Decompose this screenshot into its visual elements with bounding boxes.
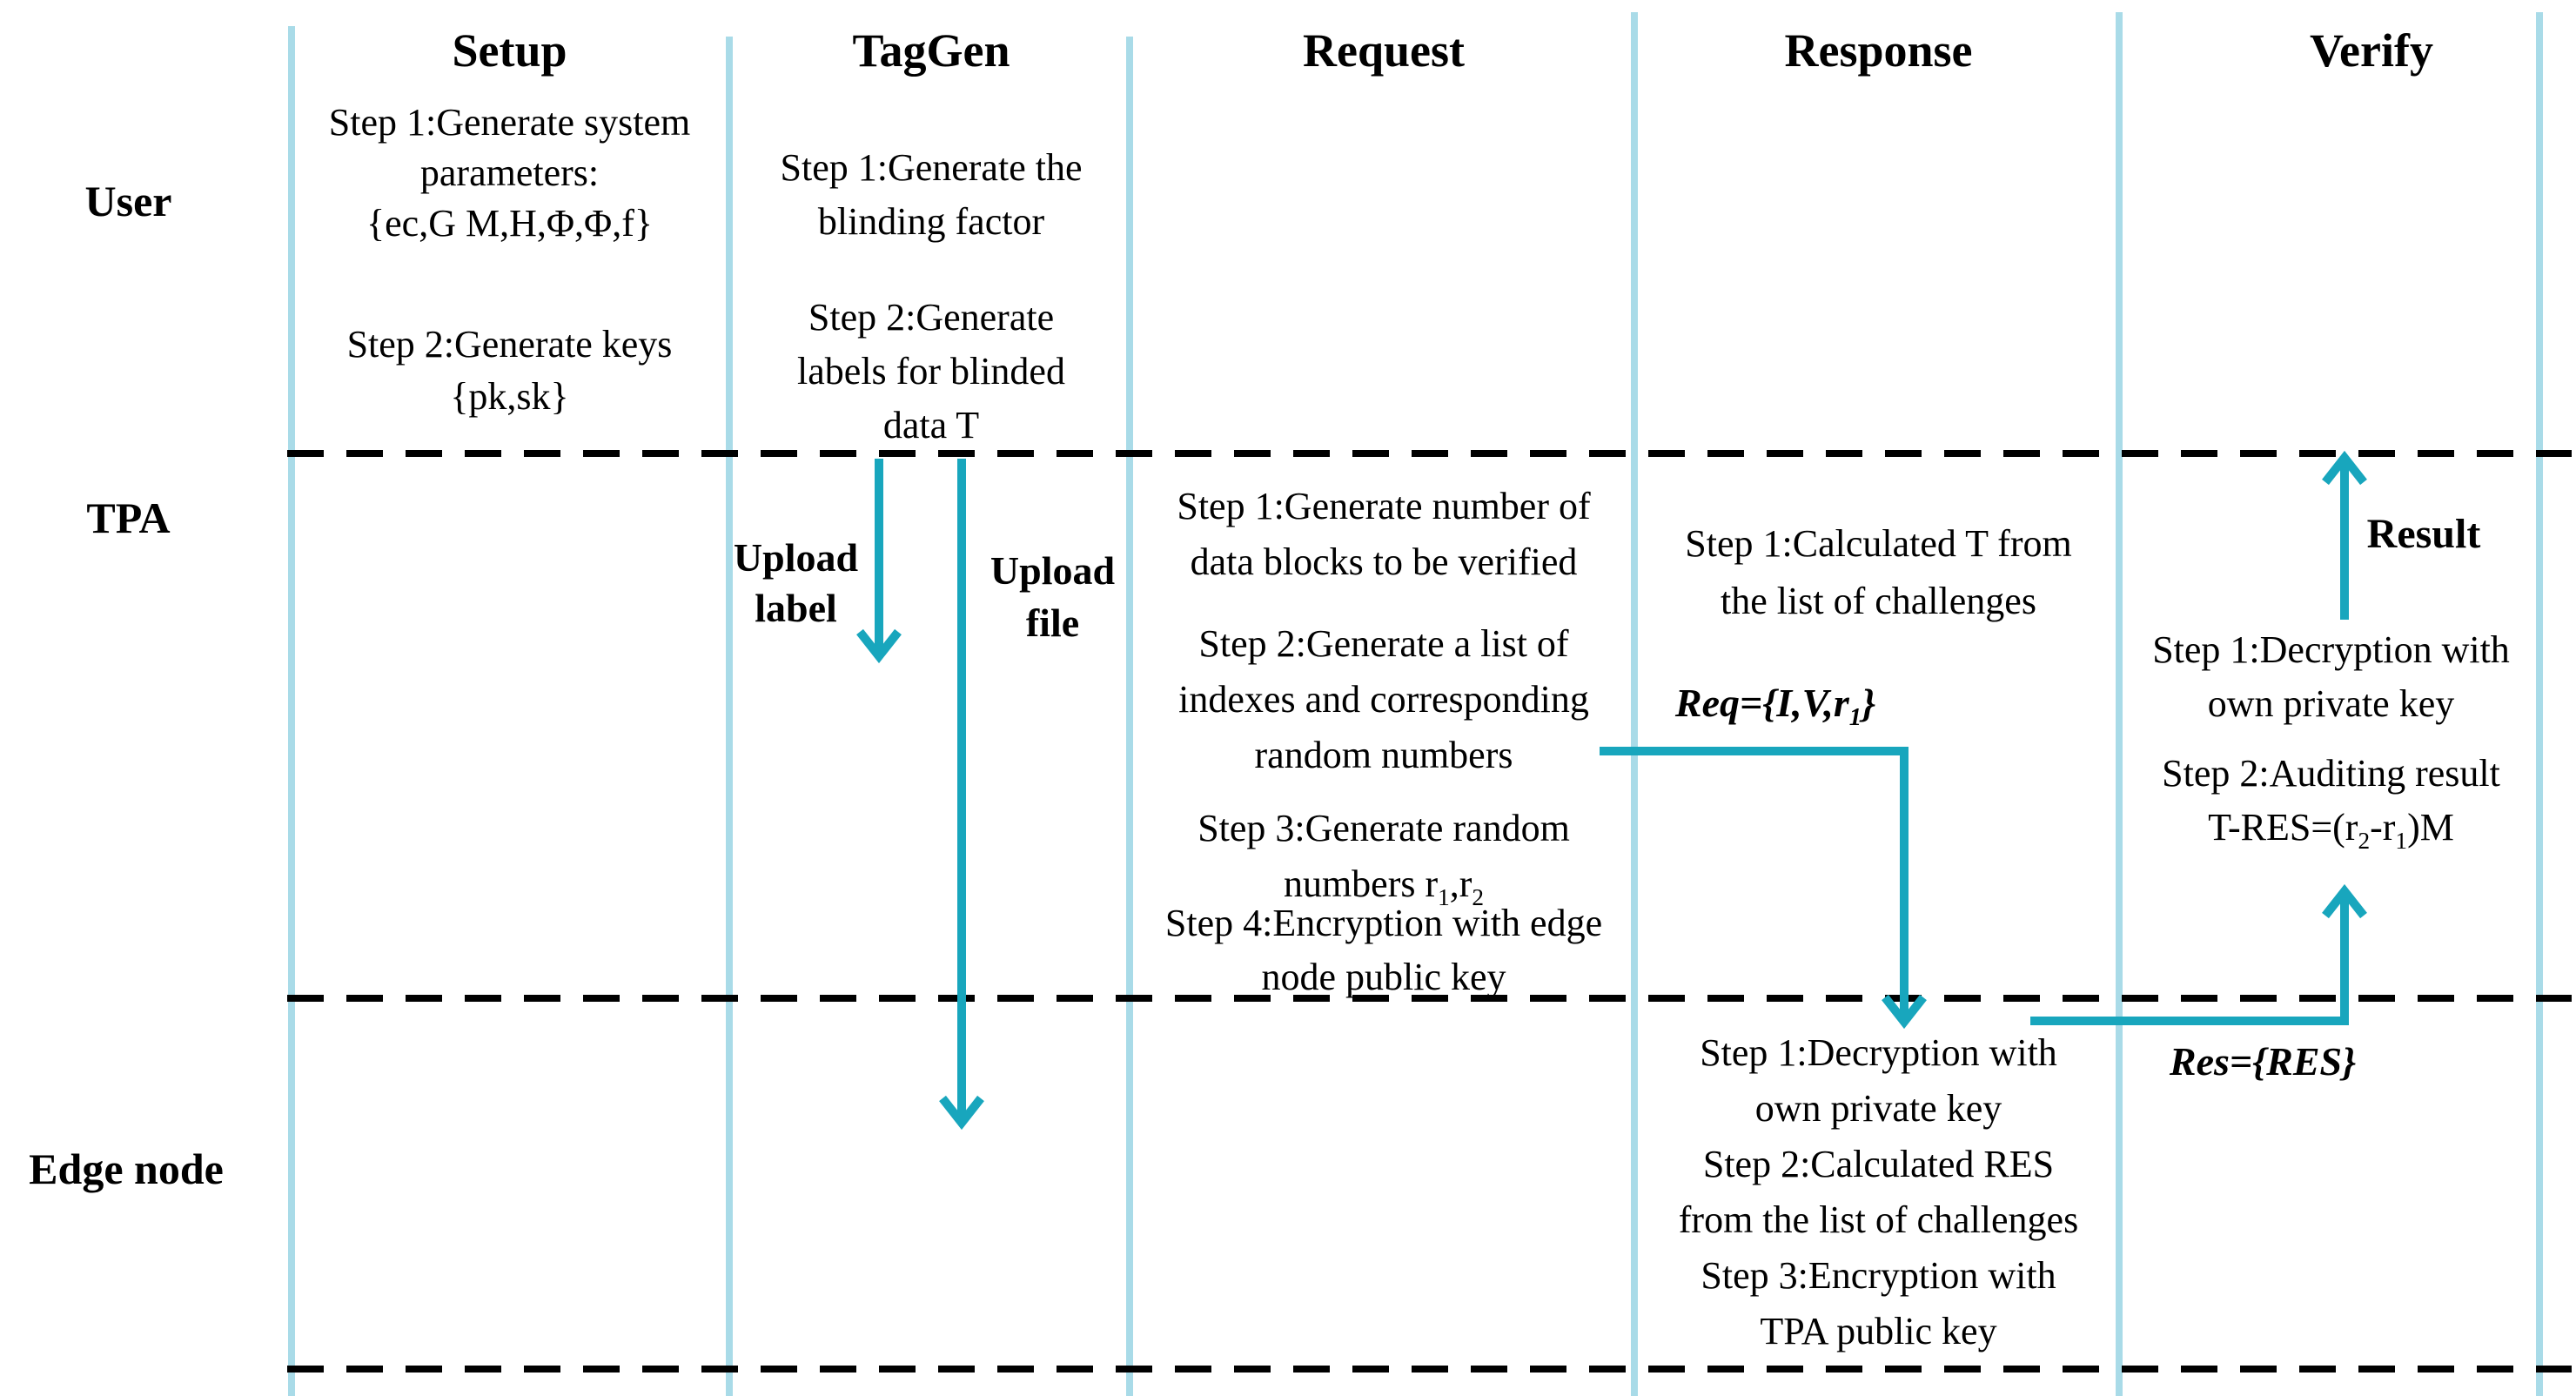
text-line: from the list of challenges [1678, 1198, 2079, 1241]
request-to-edge-arrow [1600, 747, 1927, 1030]
res-message-label: Res={RES} [2169, 1039, 2357, 1084]
column-divider-3 [1126, 37, 1133, 1396]
column-divider-6 [2536, 12, 2543, 1396]
text-line: Step 1:Decryption with [2152, 628, 2510, 671]
text-line: own private key [2207, 682, 2455, 725]
lane-label-tpa: TPA [86, 493, 171, 542]
text-line: data blocks to be verified [1190, 540, 1578, 583]
text-line: Step 1:Generate number of [1177, 485, 1591, 527]
text-line: Step 2:Generate keys [346, 323, 673, 366]
column-divider-1 [288, 26, 295, 1396]
text-line: {ec,G M,H,Φ,Φ,f} [366, 202, 653, 245]
text-part: )M [2407, 806, 2454, 849]
request-step1-text: Step 1:Generate number of data blocks to… [1133, 479, 1634, 590]
column-divider-5 [2116, 12, 2123, 1396]
phase-header-verify: Verify [2310, 24, 2433, 77]
request-step4-text: Step 4:Encryption with edge node public … [1133, 896, 1634, 1004]
upload-file-arrow [939, 459, 984, 1131]
verify-step2-text: Step 2:Auditing result T-RES=(r2-r1)M [2123, 747, 2539, 855]
text-line: Step 2:Generate a list of [1198, 622, 1569, 665]
column-divider-2 [726, 37, 733, 1396]
subscript: 1 [2395, 827, 2408, 854]
text-line: Step 1:Generate system [328, 101, 691, 144]
text-line: TPA public key [1760, 1310, 1997, 1352]
text-line: Step 1:Calculated T from [1685, 522, 2072, 565]
text-part: ,r [1449, 862, 1472, 905]
lane-boundary-tpa-edge [287, 995, 2572, 1002]
text-line: Upload [989, 548, 1116, 593]
setup-step1-text: Step 1:Generate system parameters: {ec,G… [290, 97, 729, 249]
lane-boundary-bottom [287, 1366, 2572, 1373]
text-line: indexes and corresponding [1178, 678, 1589, 721]
text-line: Step 4:Encryption with edge [1164, 902, 1603, 944]
verify-step1-text: Step 1:Decryption with own private key [2123, 623, 2539, 731]
response-to-verify-arrow [2030, 883, 2367, 1025]
text-part: -r [2370, 806, 2396, 849]
request-step2-text: Step 2:Generate a list of indexes and co… [1133, 616, 1634, 783]
text-line: Step 3:Encryption with [1701, 1254, 2056, 1297]
upload-label-arrow [856, 459, 902, 664]
text-line: parameters: [419, 151, 600, 194]
lane-boundary-user-tpa [287, 450, 2572, 457]
taggen-step1-text: Step 1:Generate the blinding factor [733, 141, 1130, 249]
column-divider-4 [1631, 12, 1638, 1396]
text-line: labels for blinded [797, 350, 1065, 393]
req-message-label: Req={I,V,r1} [1645, 681, 1906, 730]
subscript: 2 [1472, 883, 1485, 910]
text-line: numbers r1,r2 [1133, 856, 1634, 912]
phase-header-response: Response [1784, 24, 1973, 77]
phase-header-request: Request [1303, 24, 1465, 77]
text-line: the list of challenges [1721, 580, 2036, 622]
response-edge-steps-text: Step 1:Decryption with own private key S… [1638, 1025, 2119, 1359]
text-line: T-RES=(r2-r1)M [2123, 801, 2539, 855]
text-line: Step 1:Generate the [780, 146, 1083, 189]
text-line: {pk,sk} [450, 375, 569, 418]
text-part: T-RES=(r [2208, 806, 2358, 849]
text-line: file [1025, 601, 1080, 645]
text-line: Step 2:Auditing result [2162, 752, 2500, 795]
upload-label-text: Upload label [715, 533, 876, 634]
text-line: Upload [733, 535, 859, 580]
text-line: data T [882, 404, 980, 446]
subscript: 2 [2358, 827, 2371, 854]
result-label: Result [2366, 511, 2481, 557]
text-line: Step 2:Generate [808, 296, 1055, 339]
taggen-step2-text: Step 2:Generate labels for blinded data … [733, 291, 1130, 453]
text-line: random numbers [1254, 734, 1513, 776]
response-tpa-step1-text: Step 1:Calculated T from the list of cha… [1638, 515, 2119, 630]
text-line: Step 1:Decryption with [1700, 1031, 2057, 1074]
text-line: label [755, 586, 837, 630]
text-line: node public key [1261, 956, 1506, 998]
upload-file-text: Upload file [972, 545, 1133, 649]
text-line: Step 3:Generate random [1197, 807, 1570, 849]
subscript: 1 [1438, 883, 1450, 910]
text-line: blinding factor [817, 200, 1045, 243]
subscript: 1 [1848, 704, 1862, 732]
text-part: numbers r [1283, 862, 1439, 905]
request-step3-text: Step 3:Generate random numbers r1,r2 [1133, 801, 1634, 912]
phase-header-taggen: TagGen [852, 24, 1010, 77]
lane-label-edge-node: Edge node [29, 1144, 224, 1193]
text-line: Step 2:Calculated RES [1702, 1143, 2055, 1185]
text-part: Req={I,V,r [1674, 681, 1849, 725]
phase-header-setup: Setup [452, 24, 567, 77]
result-up-arrow [2322, 450, 2367, 620]
text-part: } [1862, 681, 1876, 725]
setup-step2-text: Step 2:Generate keys {pk,sk} [290, 319, 729, 423]
lane-label-user: User [84, 177, 172, 225]
text-line: own private key [1754, 1087, 2002, 1130]
